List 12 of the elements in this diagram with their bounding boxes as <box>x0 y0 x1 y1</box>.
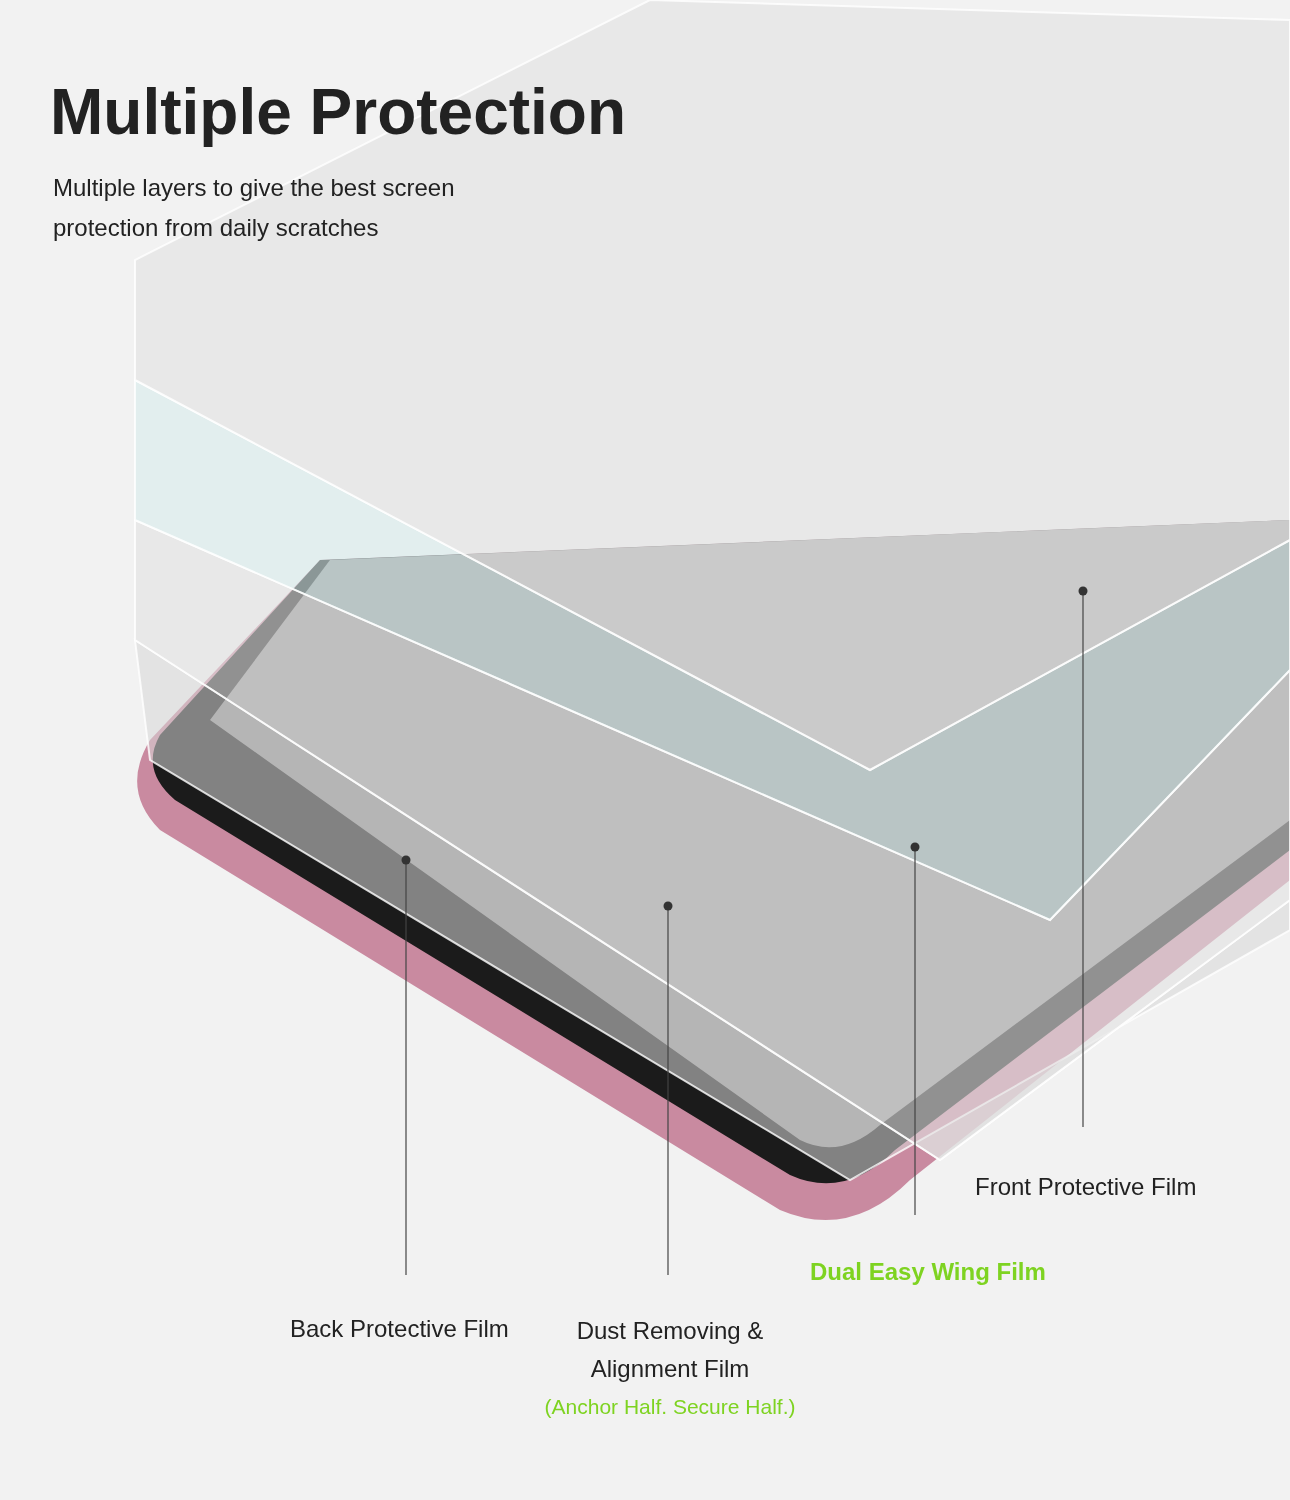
callout-label: Dual Easy Wing Film <box>810 1255 1046 1289</box>
film-layer <box>134 378 1290 922</box>
leader-line <box>910 842 920 1216</box>
title: Multiple Protection <box>50 75 626 149</box>
leader-line <box>401 855 411 1276</box>
callout-label: Back Protective Film <box>290 1312 509 1346</box>
callout-note: (Anchor Half. Secure Half.) <box>543 1394 797 1420</box>
subtitle: Multiple layers to give the best screen protection from daily scratches <box>53 173 456 243</box>
callout-label: Front Protective Film <box>975 1170 1197 1204</box>
callout-label: Dust Removing & Alignment Film <box>575 1316 765 1384</box>
leader-line <box>663 901 673 1276</box>
leader-line <box>1078 586 1088 1128</box>
